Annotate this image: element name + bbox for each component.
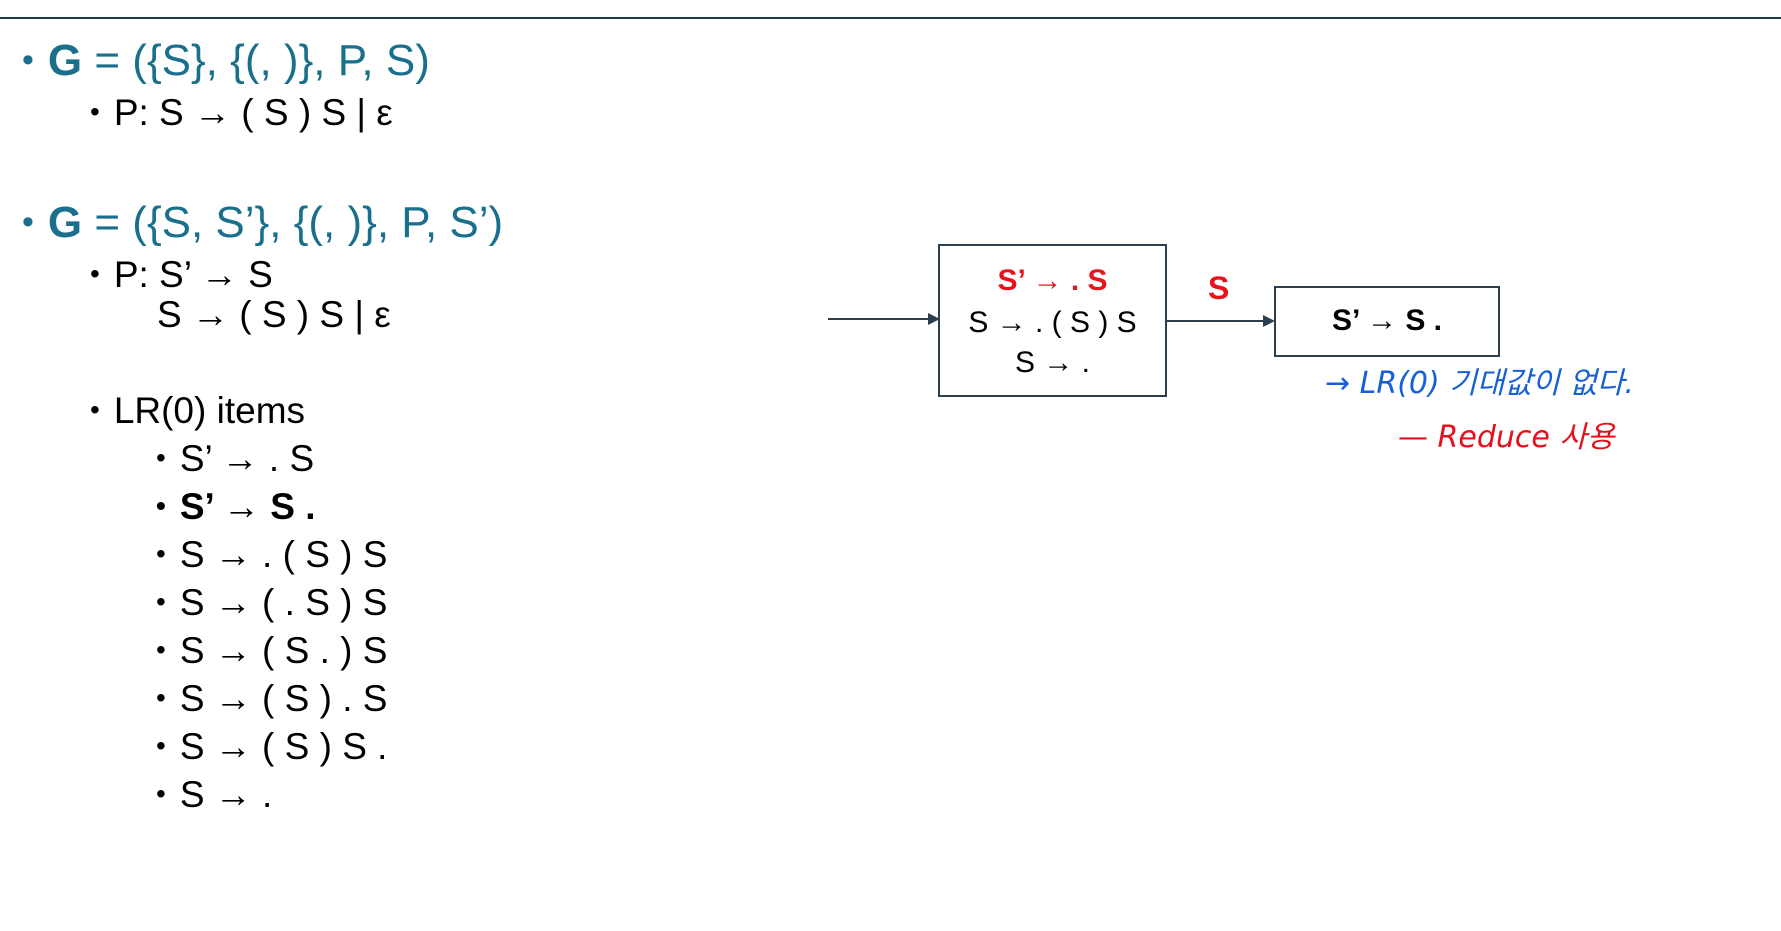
lr0-item: • S → . ( S ) S	[156, 534, 387, 576]
start-arrow	[828, 318, 938, 320]
lr0-item: • S’ → . S	[156, 438, 314, 480]
lr0-item: • S → ( . S ) S	[156, 582, 387, 624]
bullet-icon: •	[90, 394, 100, 425]
lr0-item-text: S → ( . S ) S	[179, 582, 388, 623]
bullet-icon: •	[156, 442, 166, 473]
lr0-item: • S → ( S ) S .	[156, 726, 387, 768]
lr0-item: • S → .	[156, 774, 272, 816]
state-0-closure-item: S → . ( S ) S	[968, 306, 1137, 339]
bullet-icon: •	[90, 96, 100, 127]
items-heading: LR(0) items	[113, 390, 306, 431]
transition-label: S	[1208, 270, 1230, 306]
bullet-icon: •	[22, 203, 34, 241]
state-0-closure-item: S → .	[1014, 346, 1090, 379]
grammar2-productions-line1: • P: S’ → S	[90, 254, 273, 296]
grammar2-production-1: P: S’ → S	[113, 254, 273, 295]
grammar1-definition: • G = ({S}, {(, )}, P, S)	[22, 36, 430, 86]
start-arrowhead-icon	[928, 313, 940, 325]
grammar2-g-rest: = ({S, S’}, {(, )}, P, S’)	[82, 198, 504, 247]
state-1-box: S’ → S .	[1274, 286, 1500, 357]
lr0-item: • S → ( S . ) S	[156, 630, 387, 672]
state-0-box: S’ → . S S → . ( S ) S S → .	[938, 244, 1167, 397]
grammar2-g-letter: G	[47, 198, 83, 247]
lr0-item-text: S’ → . S	[179, 438, 315, 479]
handwritten-note-red: — Reduce 사용	[1398, 420, 1615, 455]
bullet-icon: •	[156, 634, 166, 665]
bullet-icon: •	[156, 730, 166, 761]
lr0-item-text: S → ( S . ) S	[179, 630, 388, 671]
grammar1-g-letter: G	[47, 36, 83, 85]
top-rule	[0, 17, 1781, 19]
transition-arrowhead-icon	[1263, 315, 1275, 327]
bullet-icon: •	[22, 41, 34, 79]
bullet-icon: •	[90, 258, 100, 289]
bullet-icon: •	[156, 586, 166, 617]
lr0-item-text: S’ → S .	[179, 486, 316, 527]
grammar1-productions-line: • P: S → ( S ) S | ε	[90, 92, 393, 134]
grammar2-productions-line2: S → ( S ) S | ε	[157, 294, 391, 336]
lr0-item: • S → ( S ) . S	[156, 678, 387, 720]
lr0-item-text: S → ( S ) . S	[179, 678, 388, 719]
bullet-icon: •	[156, 682, 166, 713]
handwritten-note-blue: → LR(0) 기대값이 없다.	[1325, 366, 1634, 401]
grammar2-production-2: S → ( S ) S | ε	[157, 294, 391, 335]
state-1-item: S’ → S .	[1331, 304, 1443, 337]
state-0-kernel-item: S’ → . S	[997, 264, 1108, 297]
bullet-icon: •	[156, 490, 166, 521]
items-heading-line: • LR(0) items	[90, 390, 305, 432]
grammar1-productions: P: S → ( S ) S | ε	[113, 92, 393, 133]
lr0-item-text: S → . ( S ) S	[179, 534, 388, 575]
bullet-icon: •	[156, 778, 166, 809]
grammar2-definition: • G = ({S, S’}, {(, )}, P, S’)	[22, 198, 503, 248]
transition-arrow	[1165, 320, 1273, 322]
grammar1-g-rest: = ({S}, {(, )}, P, S)	[82, 36, 430, 85]
lr0-item-text: S → ( S ) S .	[179, 726, 388, 767]
bullet-icon: •	[156, 538, 166, 569]
lr0-item-text: S → .	[179, 774, 273, 815]
lr0-item-bold: • S’ → S .	[156, 486, 316, 528]
